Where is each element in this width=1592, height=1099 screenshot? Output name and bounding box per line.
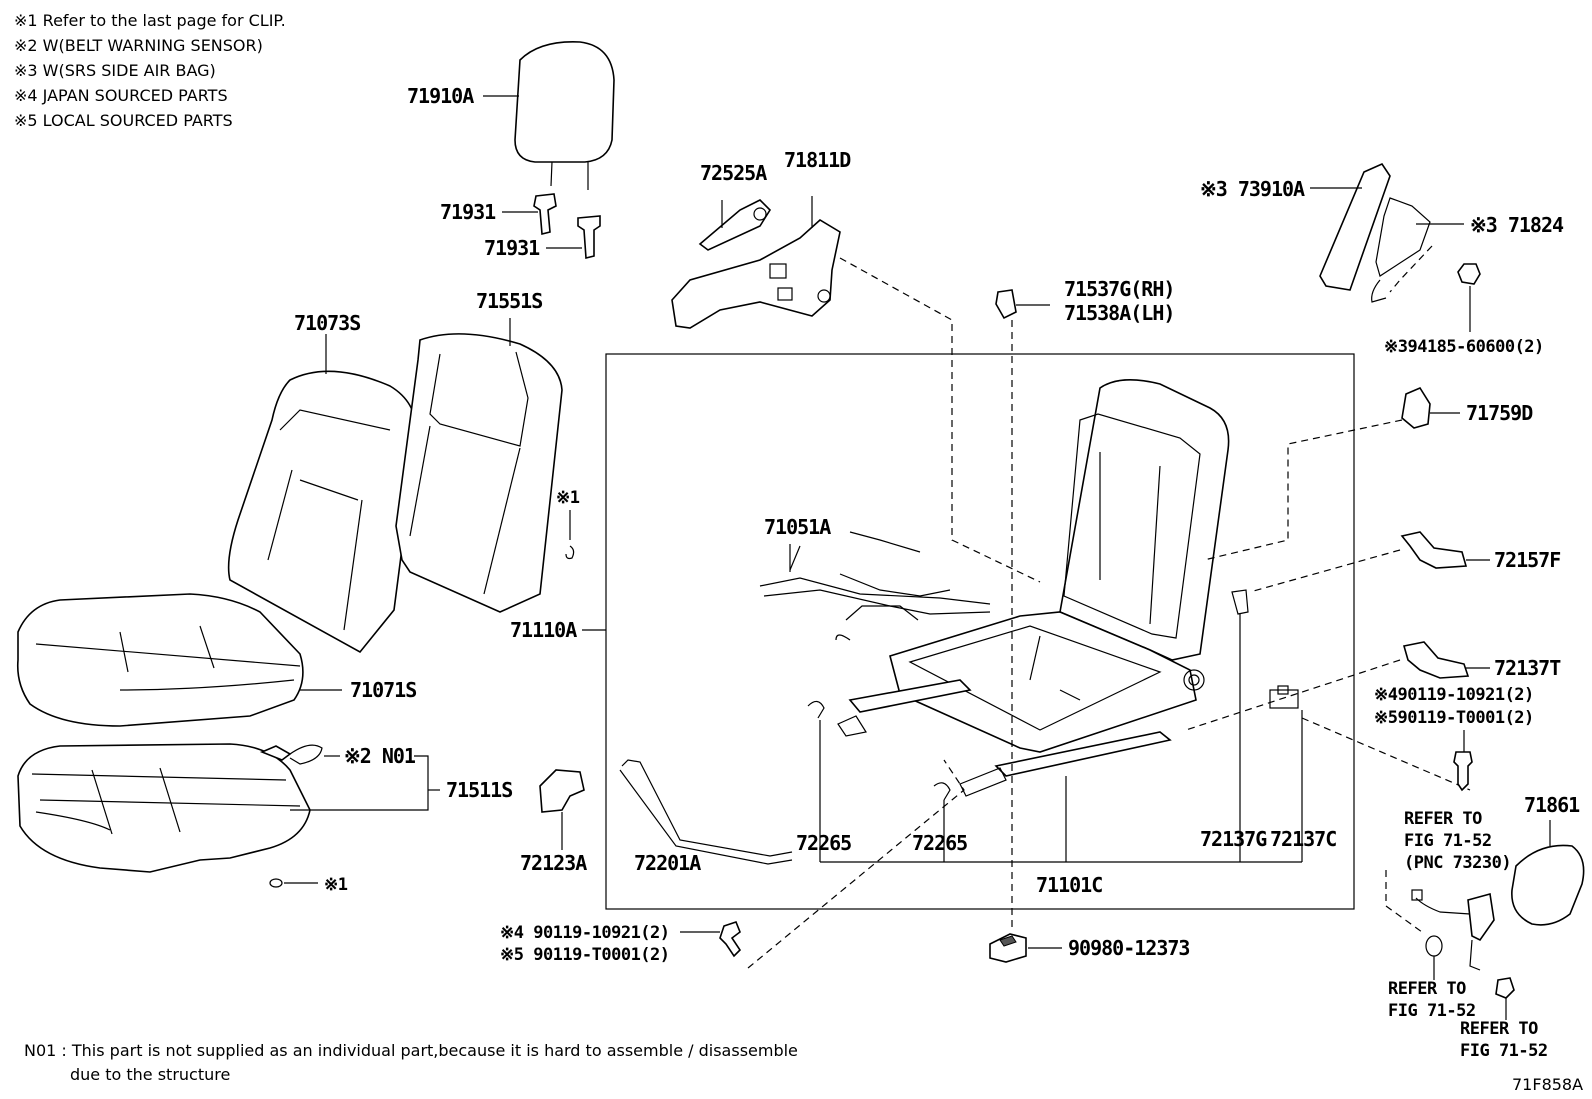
label-72123A: 72123A xyxy=(520,851,587,875)
note-4: ※4 JAPAN SOURCED PARTS xyxy=(14,86,228,105)
label-73910A: ※3 73910A xyxy=(1200,177,1305,201)
bracket-72137G-drawing xyxy=(1231,589,1299,709)
label-71071S: 71071S xyxy=(350,678,416,702)
dashed-71759D xyxy=(1203,419,1403,561)
label-71073S: 71073S xyxy=(294,311,360,335)
buckle-drawing xyxy=(1411,889,1495,971)
seatback-pad-drawing xyxy=(395,333,563,613)
label-71811D: 71811D xyxy=(784,148,851,172)
label-72201A: 72201A xyxy=(634,851,701,875)
label-71051A: 71051A xyxy=(764,515,831,539)
label-71538A: 71538A(LH) xyxy=(1064,301,1174,325)
side-airbag-drawing xyxy=(1319,162,1431,303)
dashed-72137T xyxy=(1185,659,1401,731)
belt-sensor-drawing xyxy=(259,744,323,765)
footnote-line-1: N01 : This part is not supplied as an in… xyxy=(24,1041,798,1060)
clip-drawing-b xyxy=(269,878,283,888)
label-bolt-1: ※4 90119-10921(2) xyxy=(500,923,670,943)
clip-buckle-drawing xyxy=(1425,935,1443,957)
label-n01: ※2 N01 xyxy=(344,744,416,768)
clip-72265-drawings xyxy=(807,700,951,801)
dashed-recliner xyxy=(839,257,1041,583)
footnote-line-2: due to the structure xyxy=(70,1065,230,1084)
cover-72123A-drawing xyxy=(539,769,585,813)
wire-72201A-drawing xyxy=(621,759,793,857)
label-bolt-2: ※5 90119-T0001(2) xyxy=(500,945,670,965)
ref-1-line-1: REFER TO xyxy=(1404,809,1482,829)
label-71759D: 71759D xyxy=(1466,401,1533,425)
label-71861: 71861 xyxy=(1524,793,1580,817)
label-72265-b: 72265 xyxy=(912,831,967,855)
ref-3-line-1: REFER TO xyxy=(1460,1019,1538,1039)
dashed-72137C xyxy=(1301,717,1471,791)
label-90119-b: ※590119-T0001(2) xyxy=(1374,708,1534,728)
bolt-left-drawing xyxy=(719,921,742,958)
label-71511S: 71511S xyxy=(446,778,512,802)
label-71551S: 71551S xyxy=(476,289,542,313)
headrest-support-drawing xyxy=(533,193,601,260)
note-5: ※5 LOCAL SOURCED PARTS xyxy=(14,111,233,130)
note-3: ※3 W(SRS SIDE AIR BAG) xyxy=(14,61,216,80)
label-72525A: 72525A xyxy=(700,161,767,185)
connector-90980-drawing xyxy=(989,933,1027,963)
cushion-cover-drawing xyxy=(16,593,304,727)
label-71931-b: 71931 xyxy=(484,236,540,260)
bolt-right-drawing xyxy=(1453,751,1473,792)
label-72137G: 72137G xyxy=(1200,827,1267,851)
label-72157F: 72157F xyxy=(1494,548,1560,572)
nut-buckle-drawing xyxy=(1495,977,1515,999)
label-72137C: 72137C xyxy=(1270,827,1336,851)
cushion-pad-drawing xyxy=(17,743,311,873)
dashed-airbag xyxy=(1389,245,1433,293)
label-72137T: 72137T xyxy=(1494,656,1561,680)
dashed-buckle xyxy=(1385,870,1423,933)
cover-72137T-drawing xyxy=(1402,641,1470,679)
frame-box xyxy=(605,353,1355,910)
dashed-bolt-left xyxy=(747,759,965,969)
label-94185: ※394185-60600(2) xyxy=(1384,337,1544,357)
note-2: ※2 W(BELT WARNING SENSOR) xyxy=(14,36,263,55)
ref-1-line-3: (PNC 73230) xyxy=(1404,853,1511,873)
label-72265-a: 72265 xyxy=(796,831,851,855)
ref-3-line-2: FIG 71-52 xyxy=(1460,1041,1548,1061)
clip-drawing-a xyxy=(565,545,575,560)
label-90119-a: ※490119-10921(2) xyxy=(1374,685,1534,705)
seatback-cover-drawing xyxy=(227,370,418,654)
headrest-drawing xyxy=(514,41,615,190)
cover-71861-drawing xyxy=(1511,844,1585,926)
nut-94185-drawing xyxy=(1457,263,1481,285)
seat-spring-drawing xyxy=(759,531,991,641)
ref-2-line-1: REFER TO xyxy=(1388,979,1466,999)
notes-list: ※1 Refer to the last page for CLIP. ※2 W… xyxy=(14,11,286,130)
seat-frame-drawing xyxy=(837,379,1230,797)
ref-2-line-2: FIG 71-52 xyxy=(1388,1001,1476,1021)
label-71537G: 71537G(RH) xyxy=(1064,277,1174,301)
label-71101C: 71101C xyxy=(1036,873,1102,897)
label-clip-b: ※1 xyxy=(324,875,348,895)
figure-id: 71F858A xyxy=(1512,1075,1583,1094)
cover-71537G-drawing xyxy=(995,289,1017,320)
dashed-72157F xyxy=(1249,549,1401,593)
leader-71511S xyxy=(290,755,429,811)
wire-72201A-drawing-b xyxy=(619,769,793,865)
note-1: ※1 Refer to the last page for CLIP. xyxy=(14,11,286,30)
label-71931-a: 71931 xyxy=(440,200,496,224)
recliner-cover-drawing xyxy=(671,199,841,329)
cover-71759D-drawing xyxy=(1401,386,1431,429)
cover-72157F-drawing xyxy=(1400,531,1468,569)
label-clip-a: ※1 xyxy=(556,488,580,508)
ref-1-line-2: FIG 71-52 xyxy=(1404,831,1492,851)
label-71824: ※3 71824 xyxy=(1470,213,1564,237)
label-90980: 90980-12373 xyxy=(1068,936,1189,960)
label-71110A: 71110A xyxy=(510,618,577,642)
label-71910A: 71910A xyxy=(407,84,474,108)
